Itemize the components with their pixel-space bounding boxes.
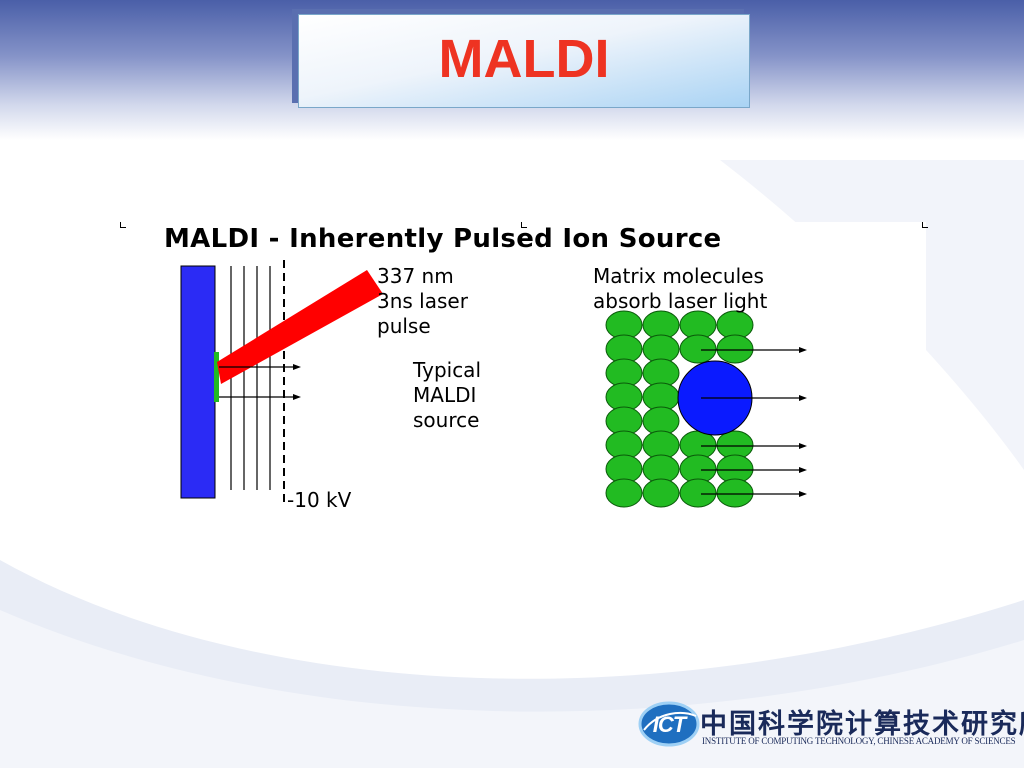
ict-emblem-icon — [638, 701, 700, 747]
extraction-grids — [230, 266, 271, 490]
matrix-arrows — [701, 347, 807, 497]
arrow-head — [799, 395, 807, 401]
source-label-line: Typical — [413, 358, 481, 382]
matrix-molecule — [679, 478, 717, 508]
corner-mark — [120, 222, 126, 228]
slide-title: MALDI — [438, 29, 610, 89]
laser-label-line: 337 nm — [377, 264, 454, 288]
source-label-line: source — [413, 408, 480, 432]
matrix-molecule — [642, 478, 680, 508]
matrix-label-line: absorb laser light — [593, 289, 768, 313]
ion-arrows — [219, 366, 293, 398]
logo-english-name: INSTITUTE OF COMPUTING TECHNOLOGY, CHINE… — [702, 736, 1016, 746]
matrix-molecule — [716, 478, 754, 508]
arrow-head — [799, 491, 807, 497]
diagram-graphic — [180, 260, 807, 508]
arrow-head — [799, 443, 807, 449]
logo-emblem-text: ICT — [652, 712, 686, 737]
sample-spot — [214, 352, 219, 402]
matrix-molecule — [605, 478, 643, 508]
laser-label-line: pulse — [377, 314, 431, 338]
arrow-head — [799, 467, 807, 473]
matrix-molecule — [716, 334, 754, 364]
arrow-head — [293, 364, 301, 370]
sample-plate — [180, 265, 216, 499]
title-box: MALDI — [298, 14, 750, 108]
arrow-head — [293, 394, 301, 400]
matrix-grid — [605, 310, 754, 508]
corner-mark — [521, 222, 527, 228]
maldi-diagram: MALDI - Inherently Pulsed Ion Source 337… — [120, 222, 928, 528]
matrix-label-line: Matrix molecules — [593, 264, 764, 288]
laser-beam — [217, 270, 383, 384]
matrix-molecule — [679, 334, 717, 364]
laser-label: 337 nm 3ns laser pulse — [377, 264, 468, 339]
matrix-label: Matrix molecules absorb laser light — [593, 264, 767, 314]
corner-mark — [922, 222, 928, 228]
voltage-label: -10 kV — [287, 488, 352, 512]
logo-chinese-name: 中国科学院计算技术研究所 — [700, 709, 1024, 740]
diagram-title: MALDI - Inherently Pulsed Ion Source — [164, 224, 722, 254]
laser-label-line: 3ns laser — [377, 289, 468, 313]
source-label: Typical MALDI source — [413, 358, 481, 433]
arrow-head — [799, 347, 807, 353]
source-label-line: MALDI — [413, 383, 477, 407]
institute-logo: ICT 中国科学院计算技术研究所 INSTITUTE OF COMPUTING … — [638, 700, 1024, 752]
